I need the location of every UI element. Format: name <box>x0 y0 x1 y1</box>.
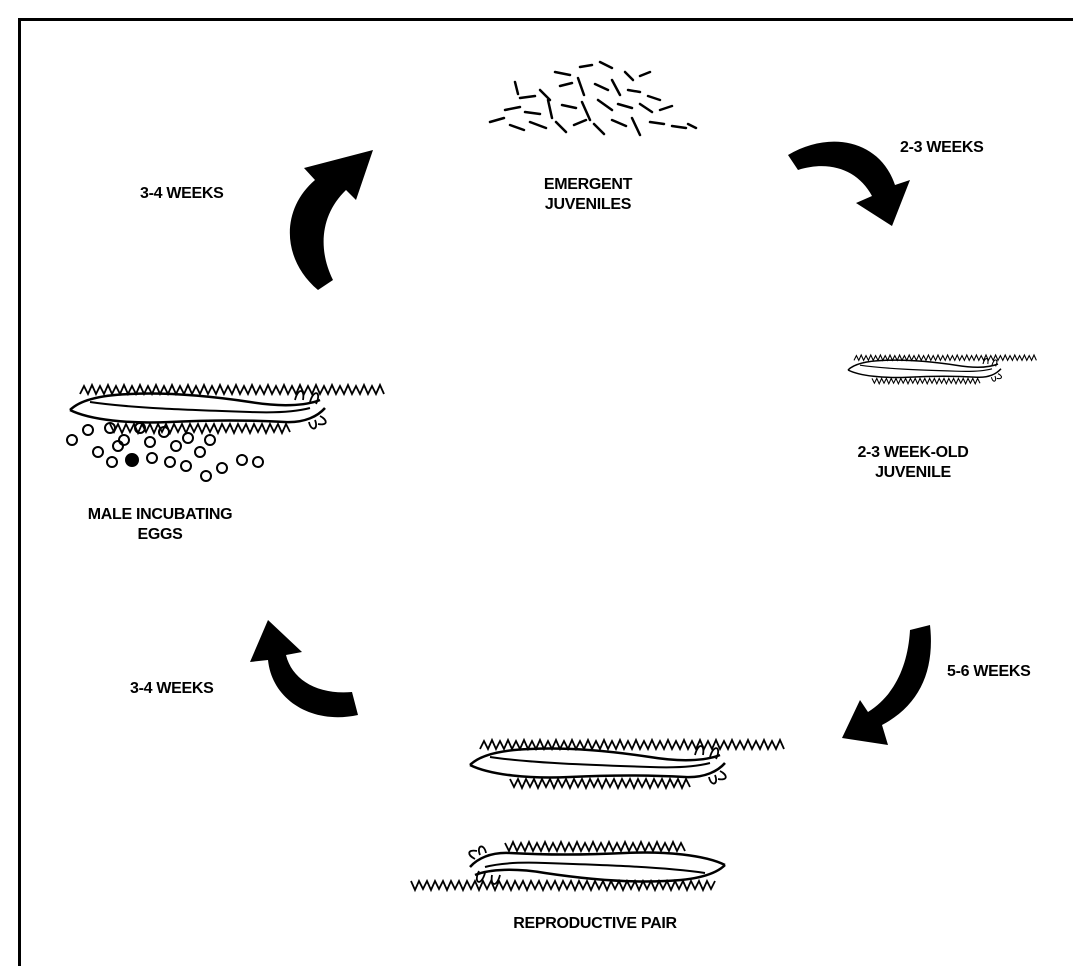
juvenile-label: 2-3 WEEK-OLD JUVENILE <box>857 444 969 481</box>
reproductive-pair-upper-worm <box>468 738 786 790</box>
eggs-illustration <box>66 422 264 482</box>
arrow-bottom-left <box>250 620 358 718</box>
arrow-bottom-right <box>842 625 931 745</box>
emergent-juveniles-illustration <box>488 60 698 137</box>
emergent-juveniles-label: EMERGENT JUVENILES <box>543 176 633 213</box>
male-incubating-label: MALE INCUBATING EGGS <box>87 506 233 543</box>
duration-bottom-right: 5-6 WEEKS <box>947 663 1031 680</box>
diagram-frame <box>18 18 1073 966</box>
reproductive-pair-lower-worm <box>409 840 727 892</box>
reproductive-pair-label: REPRODUCTIVE PAIR <box>513 915 677 932</box>
duration-top-right: 2-3 WEEKS <box>900 139 984 156</box>
duration-bottom-left: 3-4 WEEKS <box>130 680 214 697</box>
juvenile-worm-illustration <box>847 354 1038 385</box>
duration-top-left: 3-4 WEEKS <box>140 185 224 202</box>
arrow-top-right <box>788 141 910 226</box>
male-worm-illustration <box>68 383 386 435</box>
arrow-top-left <box>289 150 373 290</box>
